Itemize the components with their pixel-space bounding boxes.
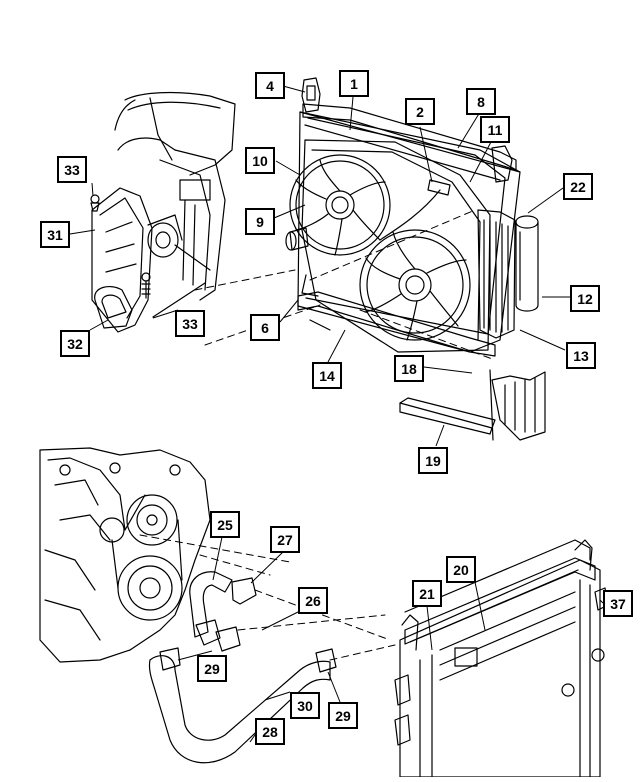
leader-lines bbox=[69, 85, 604, 743]
callout-29b: 29 bbox=[328, 702, 358, 729]
callout-22: 22 bbox=[563, 173, 593, 200]
callout-9: 9 bbox=[245, 208, 275, 235]
callout-28: 28 bbox=[255, 718, 285, 745]
callout-32: 32 bbox=[60, 330, 90, 357]
callout-29a: 29 bbox=[197, 655, 227, 682]
callout-18: 18 bbox=[394, 355, 424, 382]
callout-33b: 33 bbox=[175, 310, 205, 337]
radiator-fan-module bbox=[285, 77, 546, 441]
callout-27: 27 bbox=[270, 526, 300, 553]
callout-6: 6 bbox=[250, 314, 280, 341]
callout-31: 31 bbox=[40, 221, 70, 248]
callout-1: 1 bbox=[339, 70, 369, 97]
callout-33a: 33 bbox=[57, 156, 87, 183]
callout-4: 4 bbox=[255, 72, 285, 99]
callout-8: 8 bbox=[466, 88, 496, 115]
callout-20: 20 bbox=[446, 556, 476, 583]
air-deflector-assembly bbox=[90, 91, 236, 333]
callout-14: 14 bbox=[312, 362, 342, 389]
callout-37: 37 bbox=[603, 590, 633, 617]
callout-12: 12 bbox=[570, 285, 600, 312]
callout-13: 13 bbox=[566, 342, 596, 369]
callout-10: 10 bbox=[245, 147, 275, 174]
radiator-detail bbox=[394, 539, 609, 778]
callout-19: 19 bbox=[418, 447, 448, 474]
callout-30: 30 bbox=[290, 692, 320, 719]
callout-25: 25 bbox=[210, 511, 240, 538]
callout-2: 2 bbox=[405, 98, 435, 125]
engine-hoses-assembly bbox=[39, 447, 337, 764]
callout-11: 11 bbox=[480, 116, 510, 143]
callout-26: 26 bbox=[298, 587, 328, 614]
callout-21: 21 bbox=[412, 580, 442, 607]
